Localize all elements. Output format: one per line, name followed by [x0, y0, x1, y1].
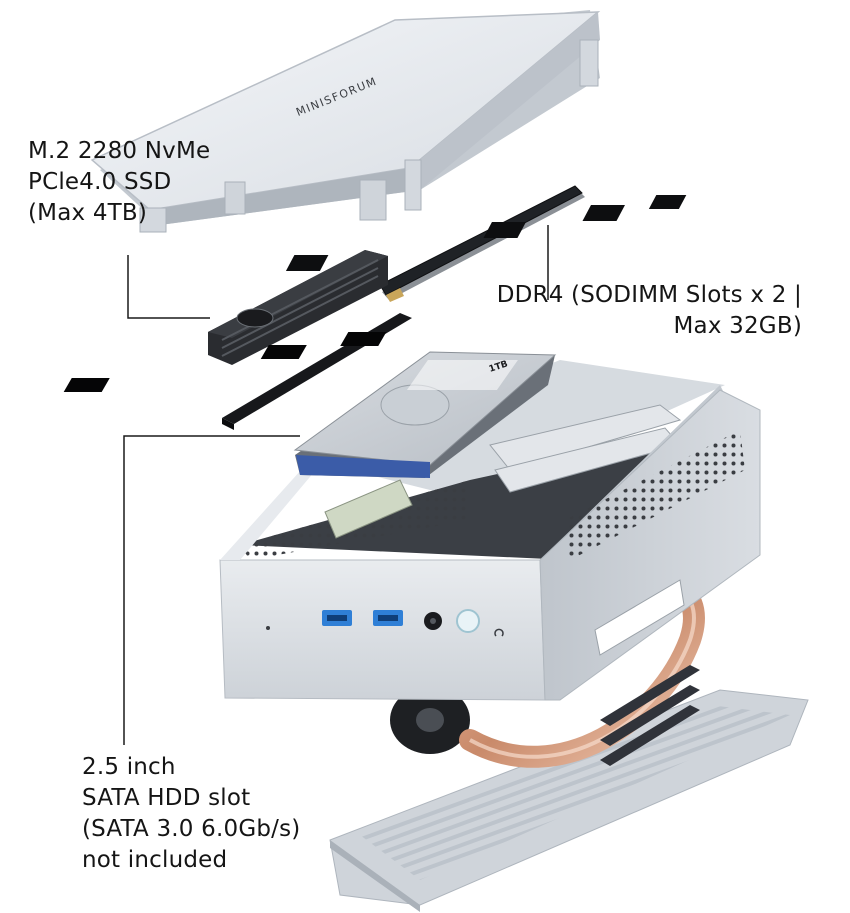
- hdd-leader-line: [123, 435, 300, 745]
- ram-module: [285, 185, 687, 302]
- bottom-plate: [329, 689, 809, 912]
- hdd-callout: 2.5 inch SATA HDD slot (SATA 3.0 6.0Gb/s…: [82, 752, 300, 876]
- ssd-callout-line-2: PCle4.0 SSD: [28, 169, 172, 195]
- nvme-ssd-stick: [63, 313, 412, 430]
- front-usb-port-1: [322, 610, 352, 626]
- hdd-callout-line-2: SATA HDD slot: [82, 785, 251, 811]
- hdd-callout-line-1: 2.5 inch: [82, 754, 176, 780]
- ssd-callout-line-1: M.2 2280 NvMe: [28, 138, 211, 164]
- top-lid: MINISFORUM: [90, 10, 601, 233]
- hdd-callout-line-4: not included: [82, 847, 228, 873]
- sata-hdd: 1TB: [293, 351, 557, 478]
- nvme-ssd-heatsink: [208, 250, 388, 365]
- ram-callout-line-1: DDR4 (SODIMM Slots x 2 |: [496, 282, 802, 308]
- main-chassis: [219, 360, 761, 701]
- ssd-callout-line-3: (Max 4TB): [28, 200, 148, 226]
- ssd-callout: M.2 2280 NvMe PCle4.0 SSD (Max 4TB): [28, 136, 210, 229]
- hdd-callout-line-3: (SATA 3.0 6.0Gb/s): [82, 816, 301, 842]
- ram-callout-line-2: Max 32GB): [673, 313, 802, 339]
- ram-callout: DDR4 (SODIMM Slots x 2 | Max 32GB): [497, 280, 802, 342]
- ssd-leader-line: [127, 255, 210, 319]
- front-usb-port-2: [373, 610, 403, 626]
- power-button: [456, 609, 480, 633]
